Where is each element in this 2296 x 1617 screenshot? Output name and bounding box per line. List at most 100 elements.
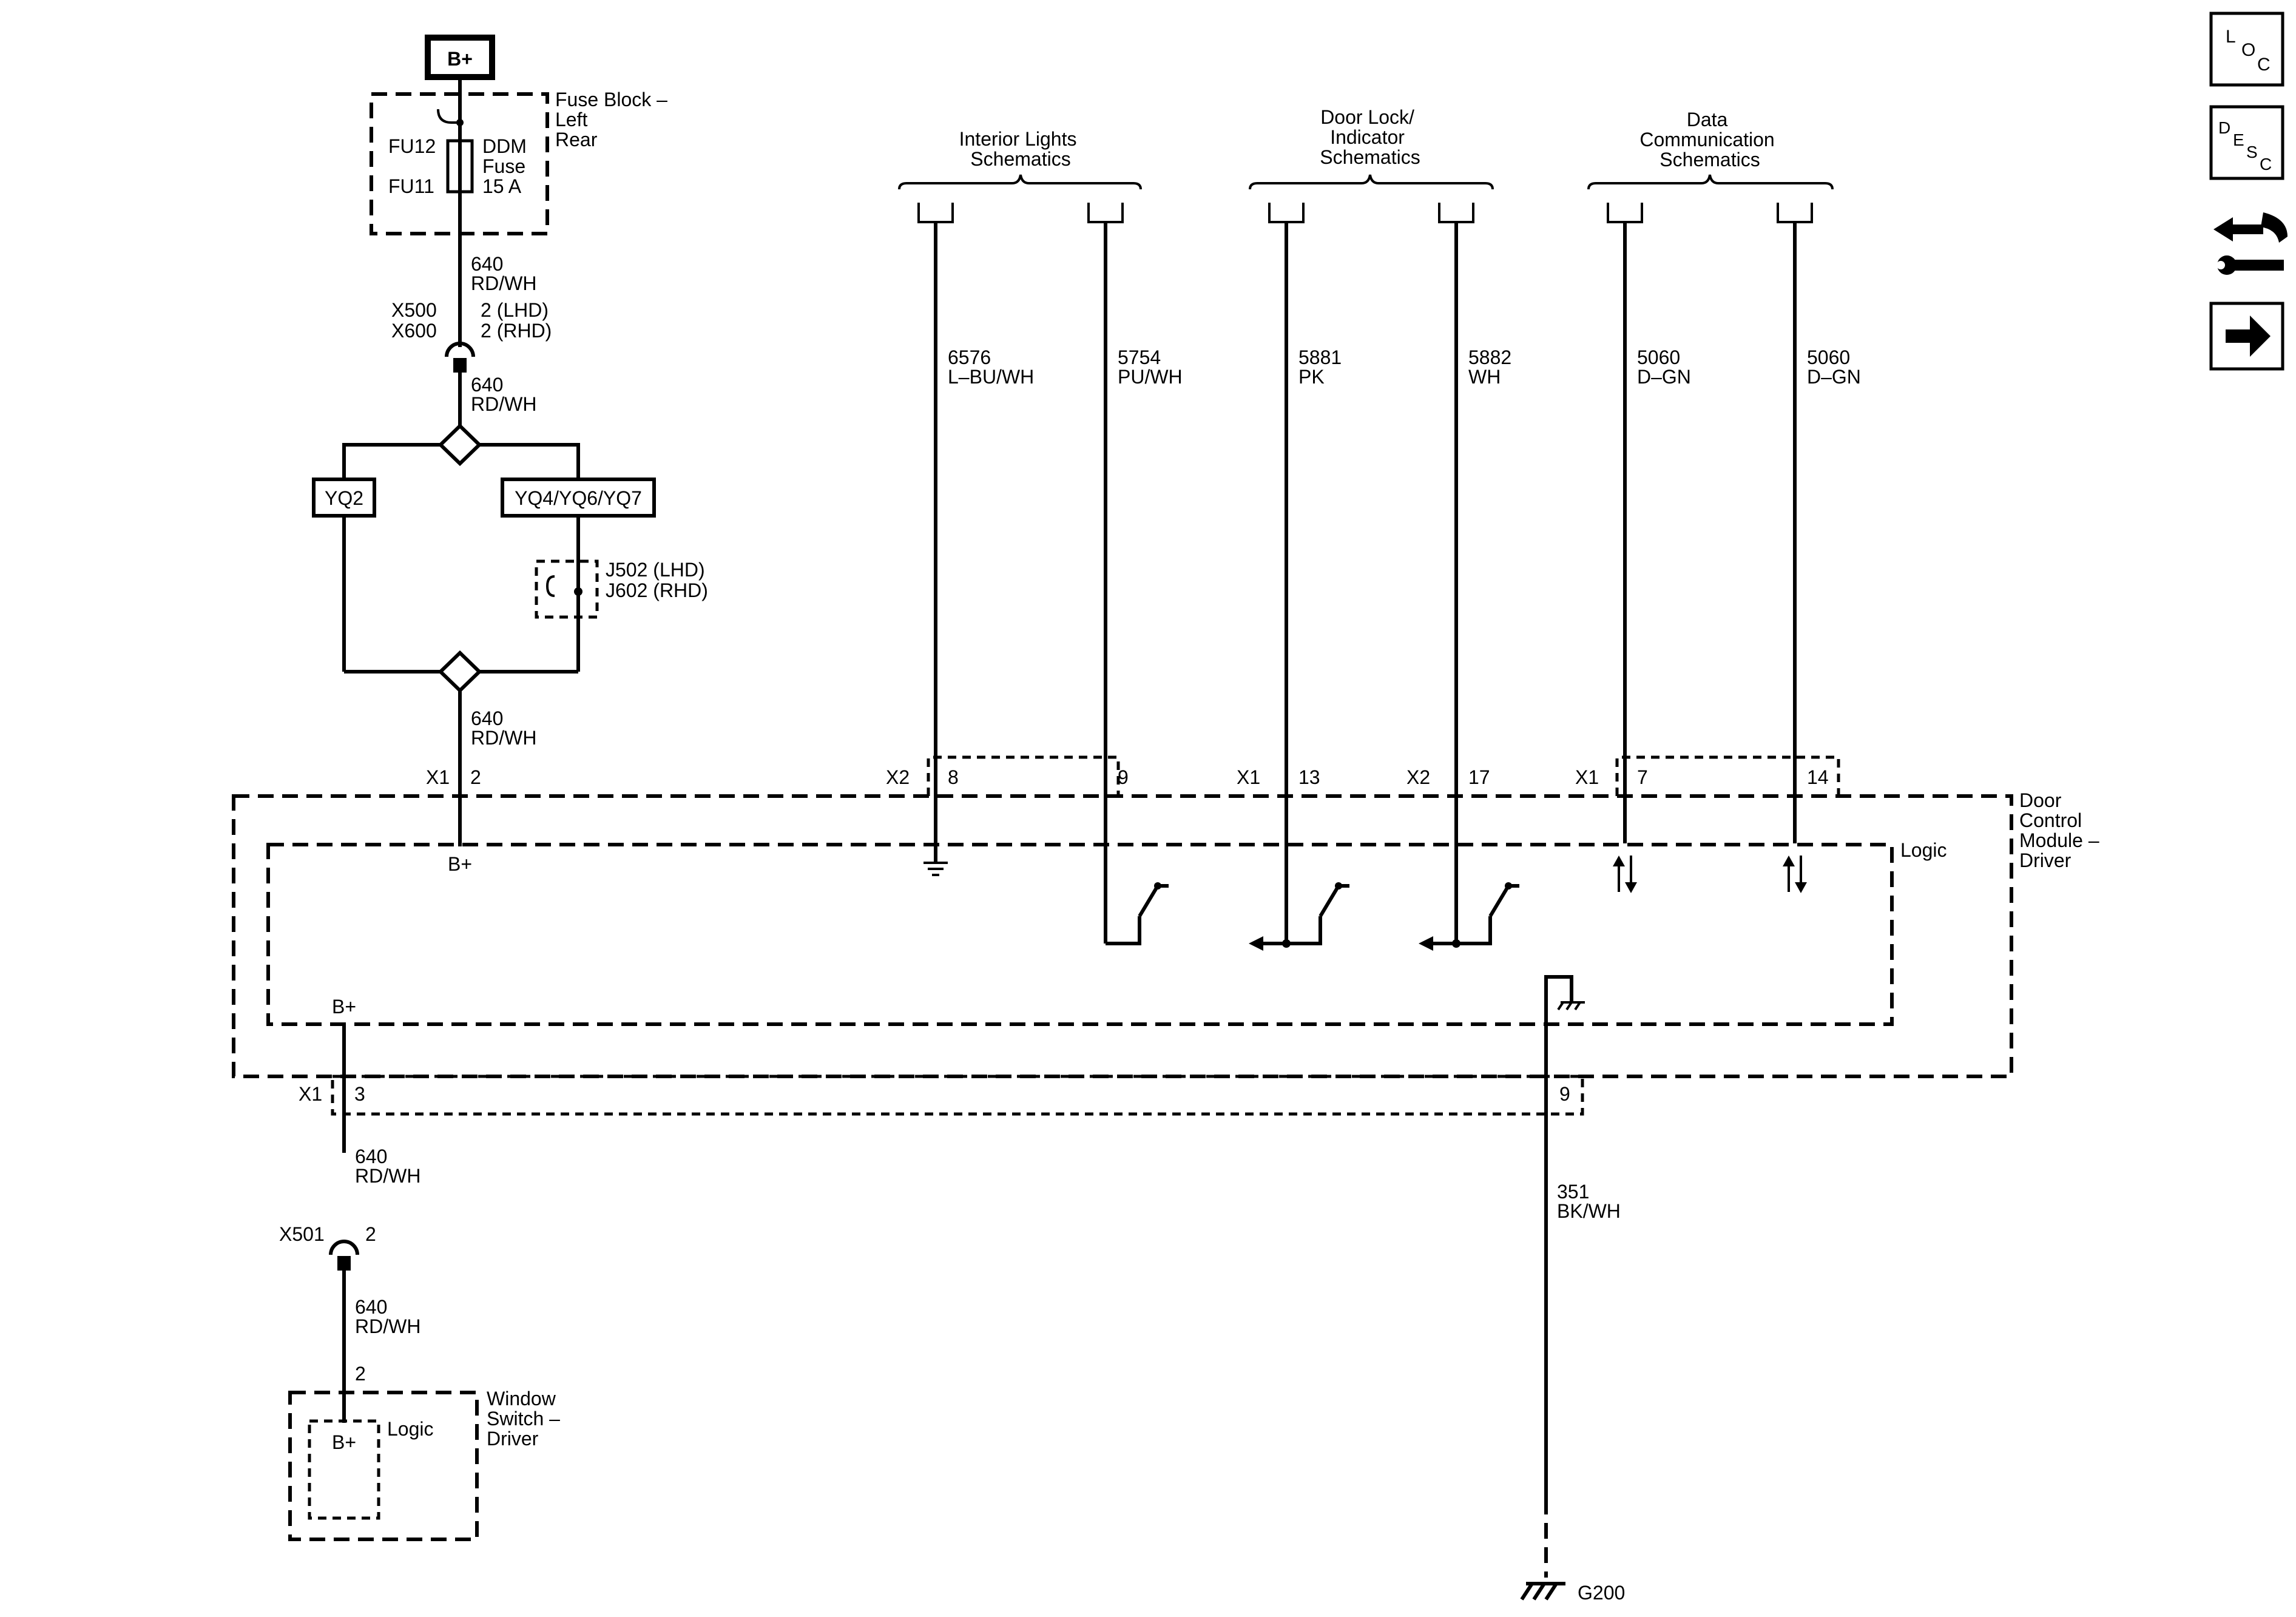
wire-circuit-label: 5754 — [1118, 346, 1161, 368]
x500-pin: 2 (LHD) — [481, 299, 549, 321]
window-switch-label: Window Switch – Driver — [487, 1388, 566, 1450]
wire-640-color-a: RD/WH — [471, 272, 536, 294]
wire-connector-label: X2 — [886, 766, 910, 788]
reference-door-lock-label: Door Lock/ Indicator Schematics — [1320, 106, 1420, 168]
module-bottom-connector: X1 — [299, 1083, 322, 1105]
svg-text:C: C — [2257, 55, 2271, 75]
bidirectional-arrow-icon — [1783, 856, 1807, 893]
x600-pin: 2 (RHD) — [481, 320, 552, 342]
wire-connector-label: X1 — [1575, 766, 1599, 788]
wire-circuit-label: 5060 — [1637, 346, 1680, 368]
ddm-fuse-label: DDM Fuse 15 A — [482, 135, 532, 197]
wire-color-label: PU/WH — [1118, 366, 1183, 388]
wire-color-label: WH — [1468, 366, 1501, 388]
wire-circuit-label: 5881 — [1298, 346, 1342, 368]
x501-label: X501 — [279, 1223, 325, 1245]
reference-interior-lights-label: Interior Lights Schematics — [959, 128, 1082, 170]
switch-output-icon — [1249, 843, 1349, 951]
wire-640-color-b: RD/WH — [471, 393, 536, 415]
wire-640-color-c: RD/WH — [471, 727, 536, 749]
module-bplus-bottom: B+ — [332, 996, 356, 1018]
option-yq4-yq6-yq7-label: YQ4/YQ6/YQ7 — [515, 487, 642, 509]
reference-interior-lights[interactable]: Interior Lights Schematics — [898, 128, 1142, 190]
module-top-connector: X1 — [426, 766, 450, 788]
x600-label: X600 — [391, 320, 437, 342]
battery-positive-label: B+ — [447, 48, 473, 70]
x500-x600-connector: X500 X600 2 (LHD) 2 (RHD) — [391, 299, 552, 373]
module-bplus-top: B+ — [448, 853, 472, 875]
wire-circuit-label: 6576 — [948, 346, 991, 368]
fuse-block-label: Fuse Block – Left Rear — [555, 89, 673, 150]
option-split: YQ2 YQ4/YQ6/YQ7 J502 (LHD) J602 (RHD) — [312, 423, 708, 694]
wire-connector-label: X2 — [1406, 766, 1430, 788]
wire-640-circuit-e: 640 — [355, 1296, 387, 1318]
wire-color-label: L–BU/WH — [948, 366, 1034, 388]
svg-text:S: S — [2246, 143, 2258, 161]
wire-640-circuit-b: 640 — [471, 374, 503, 396]
jumper-j502-label: J502 (LHD) — [606, 559, 705, 581]
switch-icon — [1104, 843, 1169, 945]
reference-terminal-icon — [1607, 203, 1643, 223]
jumper-j602-label: J602 (RHD) — [606, 579, 708, 601]
fuse-fu12-label: FU12 — [388, 135, 436, 157]
svg-text:C: C — [2260, 155, 2272, 174]
window-switch-bplus: B+ — [332, 1431, 356, 1453]
reference-data-communication-label: Data Communication Schematics — [1639, 109, 1780, 170]
wire-640-color-e: RD/WH — [355, 1315, 420, 1337]
x501-connector: X501 2 — [279, 1223, 376, 1271]
next-arrow-icon — [2226, 316, 2271, 357]
wire-pin-label: 14 — [1807, 766, 1829, 788]
wire-640-color-d: RD/WH — [355, 1165, 420, 1187]
description-button[interactable]: D E S C — [2209, 105, 2284, 180]
ground-g200: G200 — [1520, 1582, 1625, 1604]
window-switch-logic: Logic — [387, 1418, 434, 1440]
wire-color-label: D–GN — [1807, 366, 1861, 388]
diagnostic-tool-button[interactable] — [2213, 212, 2288, 275]
description-icon: D E S C — [2218, 118, 2272, 174]
location-button[interactable]: L O C — [2209, 12, 2284, 87]
wire-pin-label: 13 — [1298, 766, 1320, 788]
reference-terminal-icon — [1438, 203, 1474, 223]
wire-connector-label: X1 — [1237, 766, 1260, 788]
wire-351-color: BK/WH — [1557, 1200, 1621, 1222]
wire-351-circuit: 351 — [1557, 1181, 1589, 1203]
module-name-label: Door Control Module – Driver — [2019, 789, 2105, 871]
ground-g200-label: G200 — [1578, 1582, 1625, 1604]
bidirectional-arrow-icon — [1613, 856, 1637, 893]
window-switch-pin: 2 — [355, 1363, 366, 1385]
svg-text:O: O — [2241, 40, 2255, 60]
reference-terminal-icon — [1268, 203, 1305, 223]
module-bottom-pin: 3 — [354, 1083, 365, 1105]
reference-terminal-icon — [917, 203, 954, 223]
wire-pin-label: 17 — [1468, 766, 1490, 788]
wire-640-circuit-a: 640 — [471, 253, 503, 275]
reference-door-lock-indicator[interactable]: Door Lock/ Indicator Schematics — [1249, 106, 1494, 190]
door-control-module-driver: Door Control Module – Driver Logic X1 2 … — [232, 765, 2105, 1499]
next-page-button[interactable] — [2209, 302, 2284, 371]
fuse-fu11-label: FU11 — [388, 175, 434, 197]
svg-text:L: L — [2226, 27, 2236, 47]
diagnostic-tool-icon — [2213, 212, 2288, 275]
svg-text:E: E — [2233, 130, 2244, 149]
reference-terminal-icon — [1777, 203, 1813, 223]
wire-640-circuit-c: 640 — [471, 707, 503, 729]
wire-pin-label: 8 — [948, 766, 959, 788]
wire-circuit-label: 5882 — [1468, 346, 1511, 368]
battery-positive-box: B+ — [425, 35, 495, 80]
wire-circuit-label: 5060 — [1807, 346, 1850, 368]
connector-band-2 — [1615, 755, 1840, 796]
chassis-ground-icon — [923, 843, 948, 876]
wire-color-label: PK — [1298, 366, 1325, 388]
wire-color-label: D–GN — [1637, 366, 1691, 388]
option-yq2-label: YQ2 — [325, 487, 363, 509]
module-top-pin: 2 — [470, 766, 481, 788]
reference-data-communication[interactable]: Data Communication Schematics — [1587, 109, 1834, 190]
x500-label: X500 — [391, 299, 437, 321]
window-switch-driver: 2 B+ Logic Window Switch – Driver — [288, 1363, 566, 1541]
wire-pin-label: 9 — [1118, 766, 1129, 788]
